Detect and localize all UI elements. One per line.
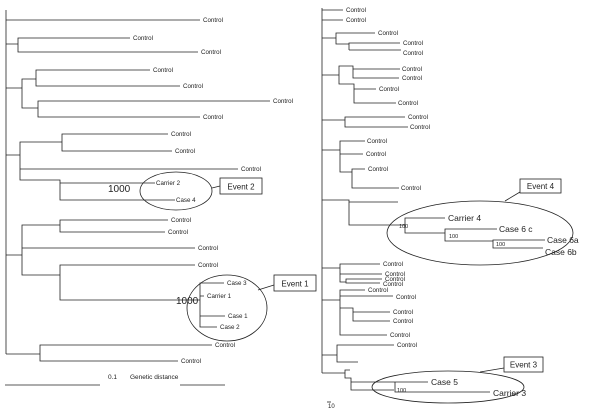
- leaf-label: Control: [408, 114, 428, 121]
- bootstrap-value: 1000: [108, 184, 131, 195]
- leaf-label: Control: [175, 148, 195, 155]
- bootstrap-value: 100: [397, 388, 406, 394]
- leaf-label: Control: [198, 245, 218, 252]
- left-tree-leaf-labels: Control Control Control Control Control …: [133, 17, 293, 365]
- event-3-annotation: Event 3: [371, 356, 544, 404]
- leaf-label: Control: [403, 50, 423, 57]
- leaf-label: Case 3: [227, 280, 247, 287]
- leaf-label: Control: [181, 358, 201, 365]
- event-1-box: [273, 274, 317, 292]
- leaf-label: Control: [402, 75, 422, 82]
- leaf-label: Control: [368, 287, 388, 294]
- leaf-label: Control: [379, 86, 399, 93]
- scale-value: 10: [328, 404, 335, 410]
- event-3-oval: [371, 370, 525, 404]
- leaf-label: Control: [393, 318, 413, 325]
- leaf-label: Control: [366, 151, 386, 158]
- leaf-label: Control: [402, 66, 422, 73]
- leaf-label: Case 2: [220, 324, 240, 331]
- event-2-annotation: Event 2: [139, 171, 263, 211]
- leaf-label: Control: [183, 83, 203, 90]
- leaf-label: Control: [198, 262, 218, 269]
- leaf-label: Control: [396, 294, 416, 301]
- left-tree: Control Control Control Control Control …: [5, 10, 317, 386]
- right-tree: Control Control Control Control Control …: [321, 7, 579, 410]
- leaf-label: Control: [383, 281, 403, 288]
- scale-label: Genetic distance: [130, 374, 179, 381]
- leaf-label: Case 4: [176, 197, 196, 204]
- leaf-label: Case 6b: [545, 247, 577, 257]
- event-4-oval: [386, 200, 574, 266]
- leaf-label: Control: [133, 35, 153, 42]
- leaf-label: Control: [390, 332, 410, 339]
- leaf-label: Control: [168, 229, 188, 236]
- leaf-label: Case 5: [431, 377, 458, 387]
- leaf-label: Control: [385, 271, 405, 278]
- scale-value: 0.1: [108, 374, 117, 381]
- event-2-oval: [139, 171, 213, 211]
- leaf-label: Control: [241, 166, 261, 173]
- leaf-label: Case 6a: [547, 235, 579, 245]
- leaf-label: Control: [201, 49, 221, 56]
- event-2-box: [219, 177, 263, 195]
- leaf-label: Control: [346, 17, 366, 24]
- bootstrap-value: 100: [496, 242, 505, 248]
- event-3-box: [503, 356, 544, 373]
- leaf-label: Control: [203, 17, 223, 24]
- leaf-label: Carrier 4: [448, 213, 481, 223]
- right-scale-bar: 10: [327, 401, 335, 410]
- right-tree-branches: [321, 8, 545, 393]
- event-1-oval: [186, 274, 268, 342]
- leaf-label: Control: [346, 7, 366, 14]
- leaf-label: Control: [401, 185, 421, 192]
- leaf-label: Carrier 2: [156, 180, 181, 187]
- right-tree-leaf-labels: Control Control Control Control Control …: [346, 7, 579, 398]
- event-4-box: [519, 178, 562, 194]
- leaf-label: Carrier 3: [493, 388, 526, 398]
- genetic-distance-scale-bar: 0.1 Genetic distance: [5, 374, 225, 386]
- leaf-label: Control: [393, 309, 413, 316]
- leaf-label: Control: [385, 276, 405, 283]
- bootstrap-value: 100: [449, 234, 458, 240]
- leaf-label: Control: [397, 342, 417, 349]
- leaf-label: Control: [273, 98, 293, 105]
- leaf-label: Control: [171, 217, 191, 224]
- leaf-label: Control: [203, 114, 223, 121]
- leaf-label: Control: [383, 261, 403, 268]
- leaf-label: Control: [171, 131, 191, 138]
- leaf-label: Control: [215, 342, 235, 349]
- leaf-label: Case 1: [228, 313, 248, 320]
- event-label: Event 1: [281, 280, 309, 289]
- bootstrap-value: 100: [399, 224, 408, 230]
- event-label: Event 3: [510, 361, 538, 370]
- leaf-label: Control: [368, 166, 388, 173]
- left-tree-branches: [5, 10, 270, 362]
- leaf-label: Control: [153, 67, 173, 74]
- leaf-label: Case 6 c: [499, 224, 533, 234]
- leaf-label: Control: [403, 40, 423, 47]
- leaf-label: Control: [398, 100, 418, 107]
- event-label: Event 2: [227, 183, 255, 192]
- leaf-label: Control: [378, 30, 398, 37]
- leaf-label: Control: [410, 124, 430, 131]
- leaf-label: Control: [367, 138, 387, 145]
- event-label: Event 4: [527, 182, 555, 191]
- event-4-annotation: Event 4: [386, 178, 574, 266]
- event-1-annotation: Event 1: [186, 274, 317, 342]
- leaf-label: Carrier 1: [207, 293, 232, 300]
